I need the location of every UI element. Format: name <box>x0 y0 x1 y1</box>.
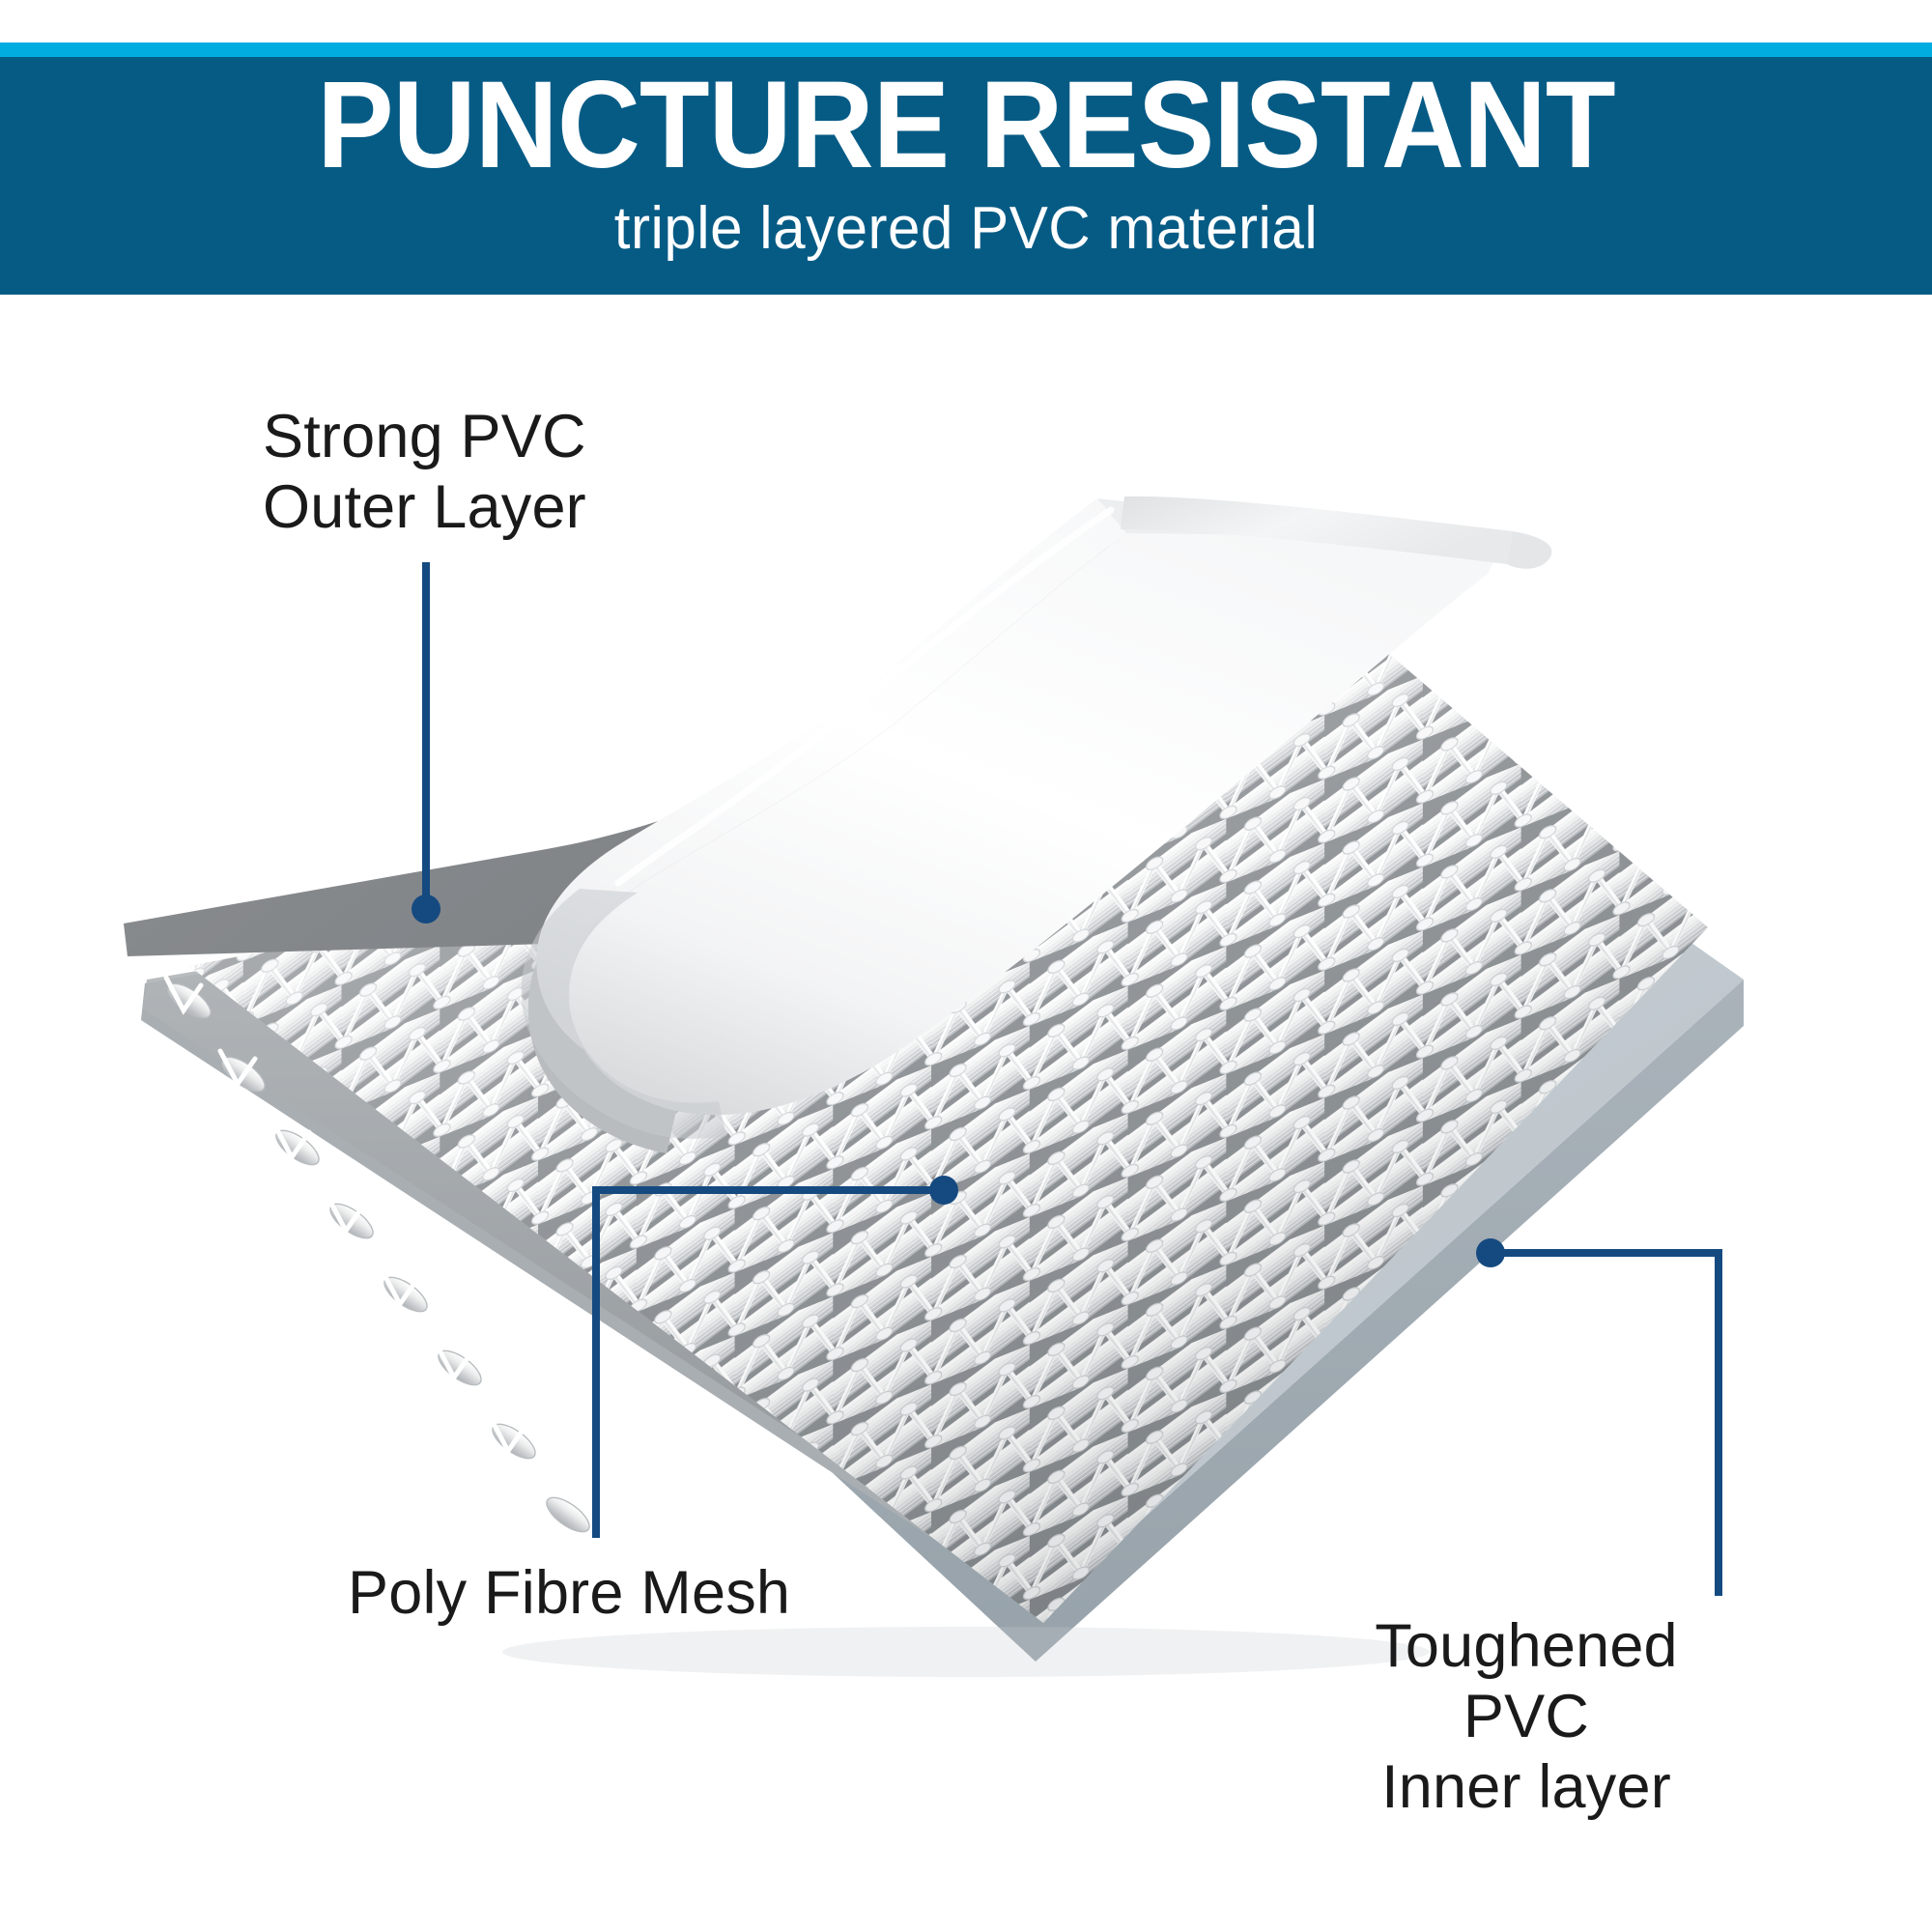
header-accent-bar <box>0 43 1932 57</box>
page-subtitle: triple layered PVC material <box>613 195 1319 262</box>
callout-label-outer-pvc: Strong PVC Outer Layer <box>263 403 586 542</box>
leader-dot-mesh <box>929 1176 958 1205</box>
leader-dot-inner-pvc <box>1476 1238 1505 1267</box>
mesh-cord-ends <box>163 975 590 1533</box>
page-title: PUNCTURE RESISTANT <box>317 56 1615 194</box>
leader-toughened-pvc <box>1499 1249 1722 1596</box>
leader-dot-outer-pvc <box>412 895 440 923</box>
material-cutaway-illustration <box>124 496 1744 1677</box>
callout-label-toughened-pvc: Toughened PVC Inner layer <box>1375 1612 1678 1822</box>
header-band <box>0 57 1932 295</box>
layer-outer-pvc <box>124 496 1552 1153</box>
leader-poly-fibre-mesh <box>592 1186 935 1538</box>
callout-label-poly-fibre-mesh: Poly Fibre Mesh <box>348 1559 791 1627</box>
